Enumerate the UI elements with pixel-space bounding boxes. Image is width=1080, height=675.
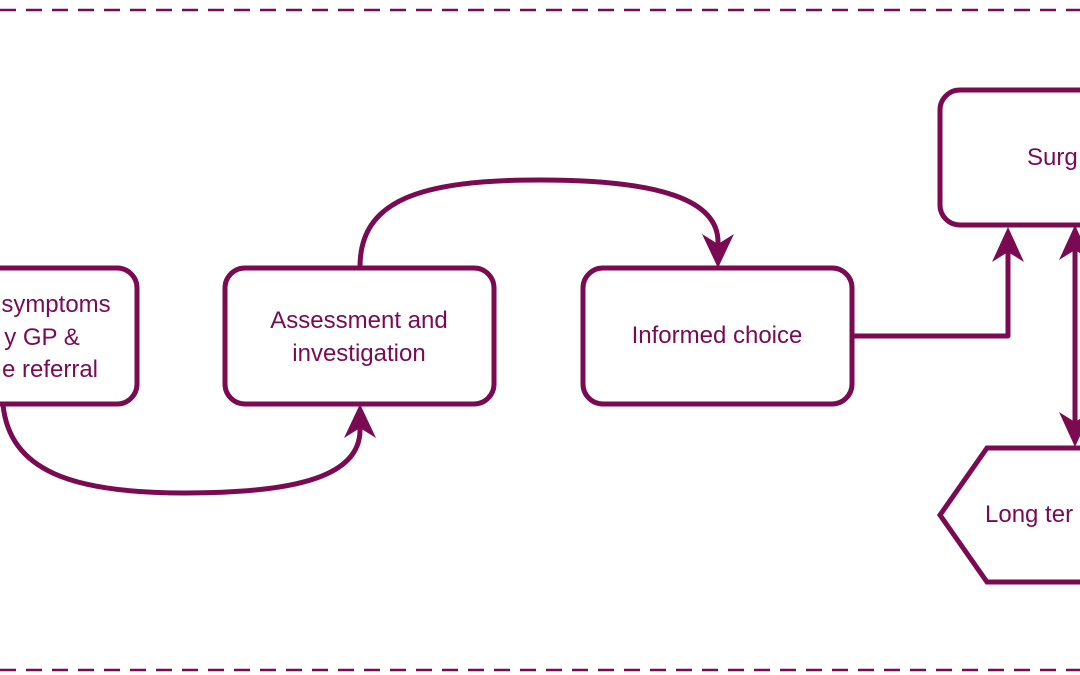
arrowhead-assessment-bottom (344, 404, 376, 438)
node-assessment-label-2: investigation (292, 340, 425, 367)
arrowhead-informed-top (702, 234, 734, 268)
node-informed-choice-box (580, 265, 855, 407)
arrowhead-surgery-bottom (992, 227, 1024, 262)
node-assessment: Assessment and investigation (222, 265, 497, 407)
node-symptoms-label-3: e referral (2, 356, 98, 383)
node-symptoms-label-2: y GP & (4, 324, 80, 351)
node-surgery-box (937, 87, 1080, 228)
connector-assessment-to-informed (357, 177, 721, 270)
node-symptoms-box (0, 265, 140, 407)
node-symptoms-label-1: symptoms (1, 291, 110, 318)
node-assessment-box (222, 265, 497, 407)
node-informed-choice: Informed choice (580, 265, 855, 407)
node-symptoms: symptoms y GP & e referral (0, 265, 140, 407)
node-long-term-shape (936, 445, 1080, 585)
arrowhead-longterm-down (1059, 412, 1080, 447)
connector-symptoms-to-assessment (0, 402, 363, 496)
node-long-term: Long ter (936, 445, 1080, 585)
node-surgery: Surg (937, 87, 1080, 228)
node-assessment-label-1: Assessment and (270, 307, 447, 334)
arrowhead-surgery-up (1059, 225, 1080, 260)
node-surgery-label: Surg (1027, 144, 1078, 171)
connector-informed-to-surgery (849, 249, 1011, 339)
node-long-term-label: Long ter (985, 501, 1073, 528)
node-informed-choice-label: Informed choice (632, 322, 803, 349)
